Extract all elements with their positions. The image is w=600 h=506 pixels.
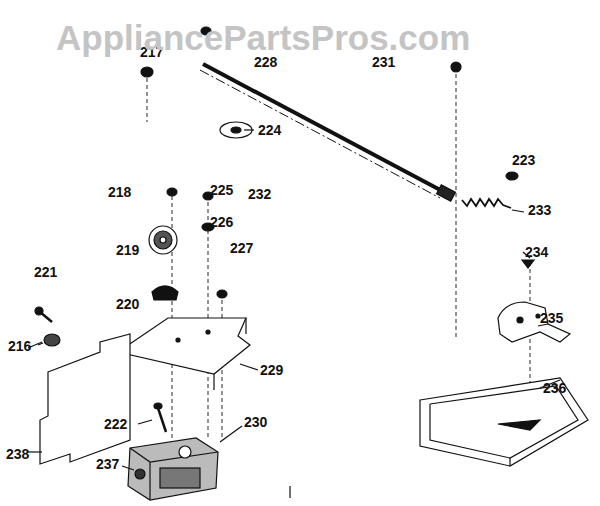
watermark: AppliancePartsPros.com bbox=[56, 18, 470, 58]
callout-number: 224 bbox=[258, 122, 281, 138]
callout-number: 218 bbox=[108, 184, 131, 200]
callout-number: 232 bbox=[248, 186, 271, 202]
callout-number: 230 bbox=[244, 414, 267, 430]
callout-number: 225 bbox=[210, 182, 233, 198]
callout-number: 222 bbox=[104, 416, 127, 432]
callout-number: 223 bbox=[512, 152, 535, 168]
callout-number: 227 bbox=[230, 240, 253, 256]
callout-number: 234 bbox=[525, 244, 548, 260]
callout-number: 219 bbox=[116, 242, 139, 258]
callout-number: 233 bbox=[528, 202, 551, 218]
callout-number: 238 bbox=[6, 446, 29, 462]
callout-number: 236 bbox=[543, 380, 566, 396]
callout-number: 221 bbox=[34, 264, 57, 280]
callout-number: 237 bbox=[96, 456, 119, 472]
callout-number: 220 bbox=[116, 296, 139, 312]
callout-number: 235 bbox=[540, 310, 563, 326]
callout-number: 216 bbox=[8, 338, 31, 354]
callout-number: 226 bbox=[210, 214, 233, 230]
callout-number: 229 bbox=[260, 362, 283, 378]
